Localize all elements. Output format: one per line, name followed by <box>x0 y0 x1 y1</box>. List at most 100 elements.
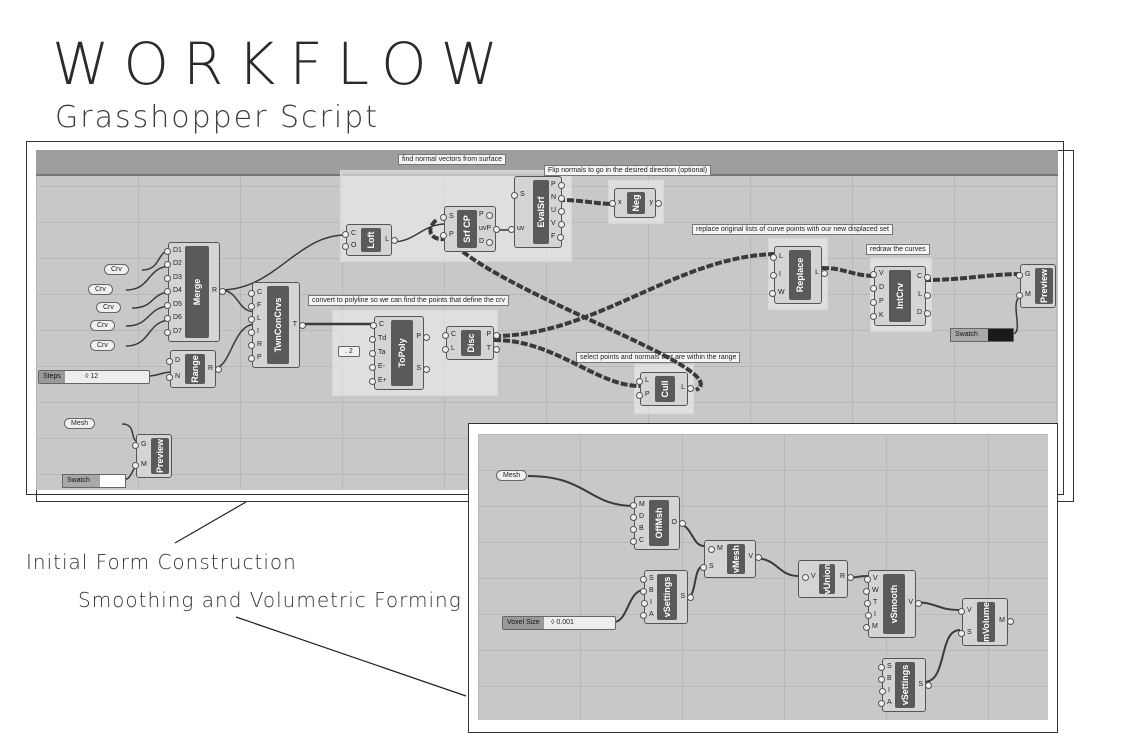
mesh-param-1[interactable]: Mesh <box>64 418 96 429</box>
evalsrf-output-u[interactable]: U <box>551 207 566 215</box>
crv-param-5[interactable]: Crv <box>90 340 115 351</box>
vsettings2-input-a[interactable]: A <box>878 699 892 707</box>
merge-input-d6[interactable]: D6 <box>164 314 182 322</box>
cull-input-p[interactable]: P <box>636 391 650 399</box>
vsettings-input-i[interactable]: I <box>641 599 652 607</box>
vsettings2-input-b[interactable]: B <box>878 675 892 683</box>
vmesh-output-v[interactable]: V <box>748 553 762 561</box>
merge-component[interactable]: Merge D1 D2 D3 D4 D5 D6 D7 R <box>164 242 227 342</box>
swatch-param-2[interactable]: Swatch <box>62 474 126 488</box>
vsmooth-input-i[interactable]: I <box>865 611 876 619</box>
vmesh-component[interactable]: vMesh M S V <box>700 540 762 578</box>
neg-input-x[interactable]: x <box>610 199 622 207</box>
cull-component[interactable]: Cull L P L <box>636 372 694 406</box>
intcrv-component[interactable]: IntCrv V D P K C L D <box>869 266 932 326</box>
merge-input-d5[interactable]: D5 <box>164 301 182 309</box>
vmesh-input-s[interactable]: S <box>700 563 714 571</box>
vsmooth-output-v[interactable]: V <box>908 599 922 607</box>
vsettings-component[interactable]: vSettings S B I A S <box>640 570 694 624</box>
topoly-input-eminus[interactable]: E- <box>369 363 385 371</box>
crv-param-3[interactable]: Crv <box>96 302 121 313</box>
merge-input-d2[interactable]: D2 <box>164 260 182 268</box>
intcrv-output-l[interactable]: L <box>918 291 931 299</box>
cull-input-l[interactable]: L <box>636 377 649 385</box>
evalsrf-output-p[interactable]: P <box>551 181 564 189</box>
twn-input-l[interactable]: L <box>248 315 261 323</box>
merge-input-d1[interactable]: D1 <box>164 247 182 255</box>
twn-input-f[interactable]: F <box>247 302 262 310</box>
loft-input-o[interactable]: O <box>341 242 357 250</box>
replace-input-i[interactable]: I <box>770 271 781 279</box>
disc-input-l[interactable]: L <box>442 345 455 353</box>
srfcp-input-p[interactable]: P <box>440 231 454 239</box>
merge-input-d3[interactable]: D3 <box>164 274 182 282</box>
vunion-output-r[interactable]: R <box>839 573 855 581</box>
preview-component-1[interactable]: Preview G M <box>1015 264 1056 308</box>
preview1-input-m[interactable]: M <box>1016 291 1031 299</box>
intcrv-input-p[interactable]: P <box>870 298 884 306</box>
intcrv-input-k[interactable]: K <box>870 312 884 320</box>
vsmooth-input-w[interactable]: W <box>863 587 879 595</box>
loft-component[interactable]: Loft C O L <box>341 224 398 256</box>
voxel-size-slider[interactable]: Voxel Size ◊ 0.001 <box>502 616 616 630</box>
vsmooth-input-t[interactable]: T <box>863 599 878 607</box>
preview2-input-g[interactable]: G <box>131 441 147 449</box>
neg-component[interactable]: Neg x y <box>610 188 661 218</box>
disc-component[interactable]: Disc C L P T <box>441 326 501 360</box>
topoly-output-p[interactable]: P <box>416 333 430 341</box>
replace-output-l[interactable]: L <box>815 269 828 277</box>
vunion-component[interactable]: vUnion V R <box>798 560 855 598</box>
range-component[interactable]: Range D N R <box>165 350 223 388</box>
vsettings-input-b[interactable]: B <box>640 587 654 595</box>
vsettings-output-s[interactable]: S <box>680 593 694 601</box>
replace-input-l[interactable]: L <box>770 253 783 261</box>
disc-input-c[interactable]: C <box>441 331 457 339</box>
evalsrf-output-v[interactable]: V <box>551 220 564 228</box>
topoly-input-ta[interactable]: Ta <box>368 349 386 357</box>
offmesh-input-b[interactable]: B <box>630 525 644 533</box>
vsettings2-input-i[interactable]: I <box>879 687 890 695</box>
range-output-r[interactable]: R <box>207 365 223 373</box>
evalsrf-input-uv[interactable]: uv <box>507 225 525 233</box>
tolerance-panel[interactable]: . 2 <box>338 346 360 357</box>
vsmooth-input-m[interactable]: M <box>863 623 878 631</box>
offmesh-input-c[interactable]: C <box>629 537 645 545</box>
cull-output-l[interactable]: L <box>681 384 694 392</box>
preview-component-2[interactable]: Preview G M <box>131 434 172 478</box>
intcrv-input-v[interactable]: V <box>870 270 884 278</box>
vsmooth-component[interactable]: vSmooth V W T I M V <box>863 570 922 638</box>
twn-input-c[interactable]: C <box>247 289 263 297</box>
merge-output-r[interactable]: R <box>211 287 227 295</box>
mesh-param-2[interactable]: Mesh <box>496 470 528 481</box>
merge-input-d7[interactable]: D7 <box>164 328 182 336</box>
offmesh-input-d[interactable]: D <box>629 513 645 521</box>
offmesh-input-m[interactable]: M <box>630 501 645 509</box>
topoly-component[interactable]: ToPoly C Td Ta E- E+ P S <box>368 316 430 390</box>
vsettings2-output-s[interactable]: S <box>918 681 932 689</box>
srfcp-output-p[interactable]: P <box>479 211 492 219</box>
mvolume-input-v[interactable]: V <box>958 607 972 615</box>
srfcp-component[interactable]: Srf CP S P P uvP D <box>440 206 501 252</box>
loft-output-l[interactable]: L <box>385 236 398 244</box>
topoly-input-td[interactable]: Td <box>368 335 387 343</box>
replace-input-w[interactable]: W <box>769 289 785 297</box>
twnconcrvs-component[interactable]: TwnConCrvs C F L I R P T <box>247 282 307 368</box>
twn-input-p[interactable]: P <box>248 354 262 362</box>
intcrv-output-d[interactable]: D <box>916 309 932 317</box>
vsettings2-component[interactable]: vSettings S B I A S <box>878 658 932 712</box>
mvolume-input-s[interactable]: S <box>958 629 972 637</box>
offmesh-component[interactable]: OffMsh M D B C O <box>629 496 688 550</box>
crv-param-2[interactable]: Crv <box>88 284 113 295</box>
vsmooth-input-v[interactable]: V <box>864 575 878 583</box>
twn-input-r[interactable]: R <box>247 341 263 349</box>
preview1-input-g[interactable]: G <box>1015 271 1031 279</box>
srfcp-input-s[interactable]: S <box>440 213 454 221</box>
range-input-n[interactable]: N <box>165 373 181 381</box>
smoothing-canvas[interactable]: Mesh OffMsh M D B C O vMesh M S V vSetti… <box>478 434 1048 720</box>
disc-output-p[interactable]: P <box>486 331 500 339</box>
vsettings2-input-s[interactable]: S <box>878 663 892 671</box>
merge-input-d4[interactable]: D4 <box>164 287 182 295</box>
evalsrf-output-n[interactable]: N <box>551 194 566 202</box>
mvolume-output-m[interactable]: M <box>999 617 1014 625</box>
vsettings-input-s[interactable]: S <box>640 575 654 583</box>
